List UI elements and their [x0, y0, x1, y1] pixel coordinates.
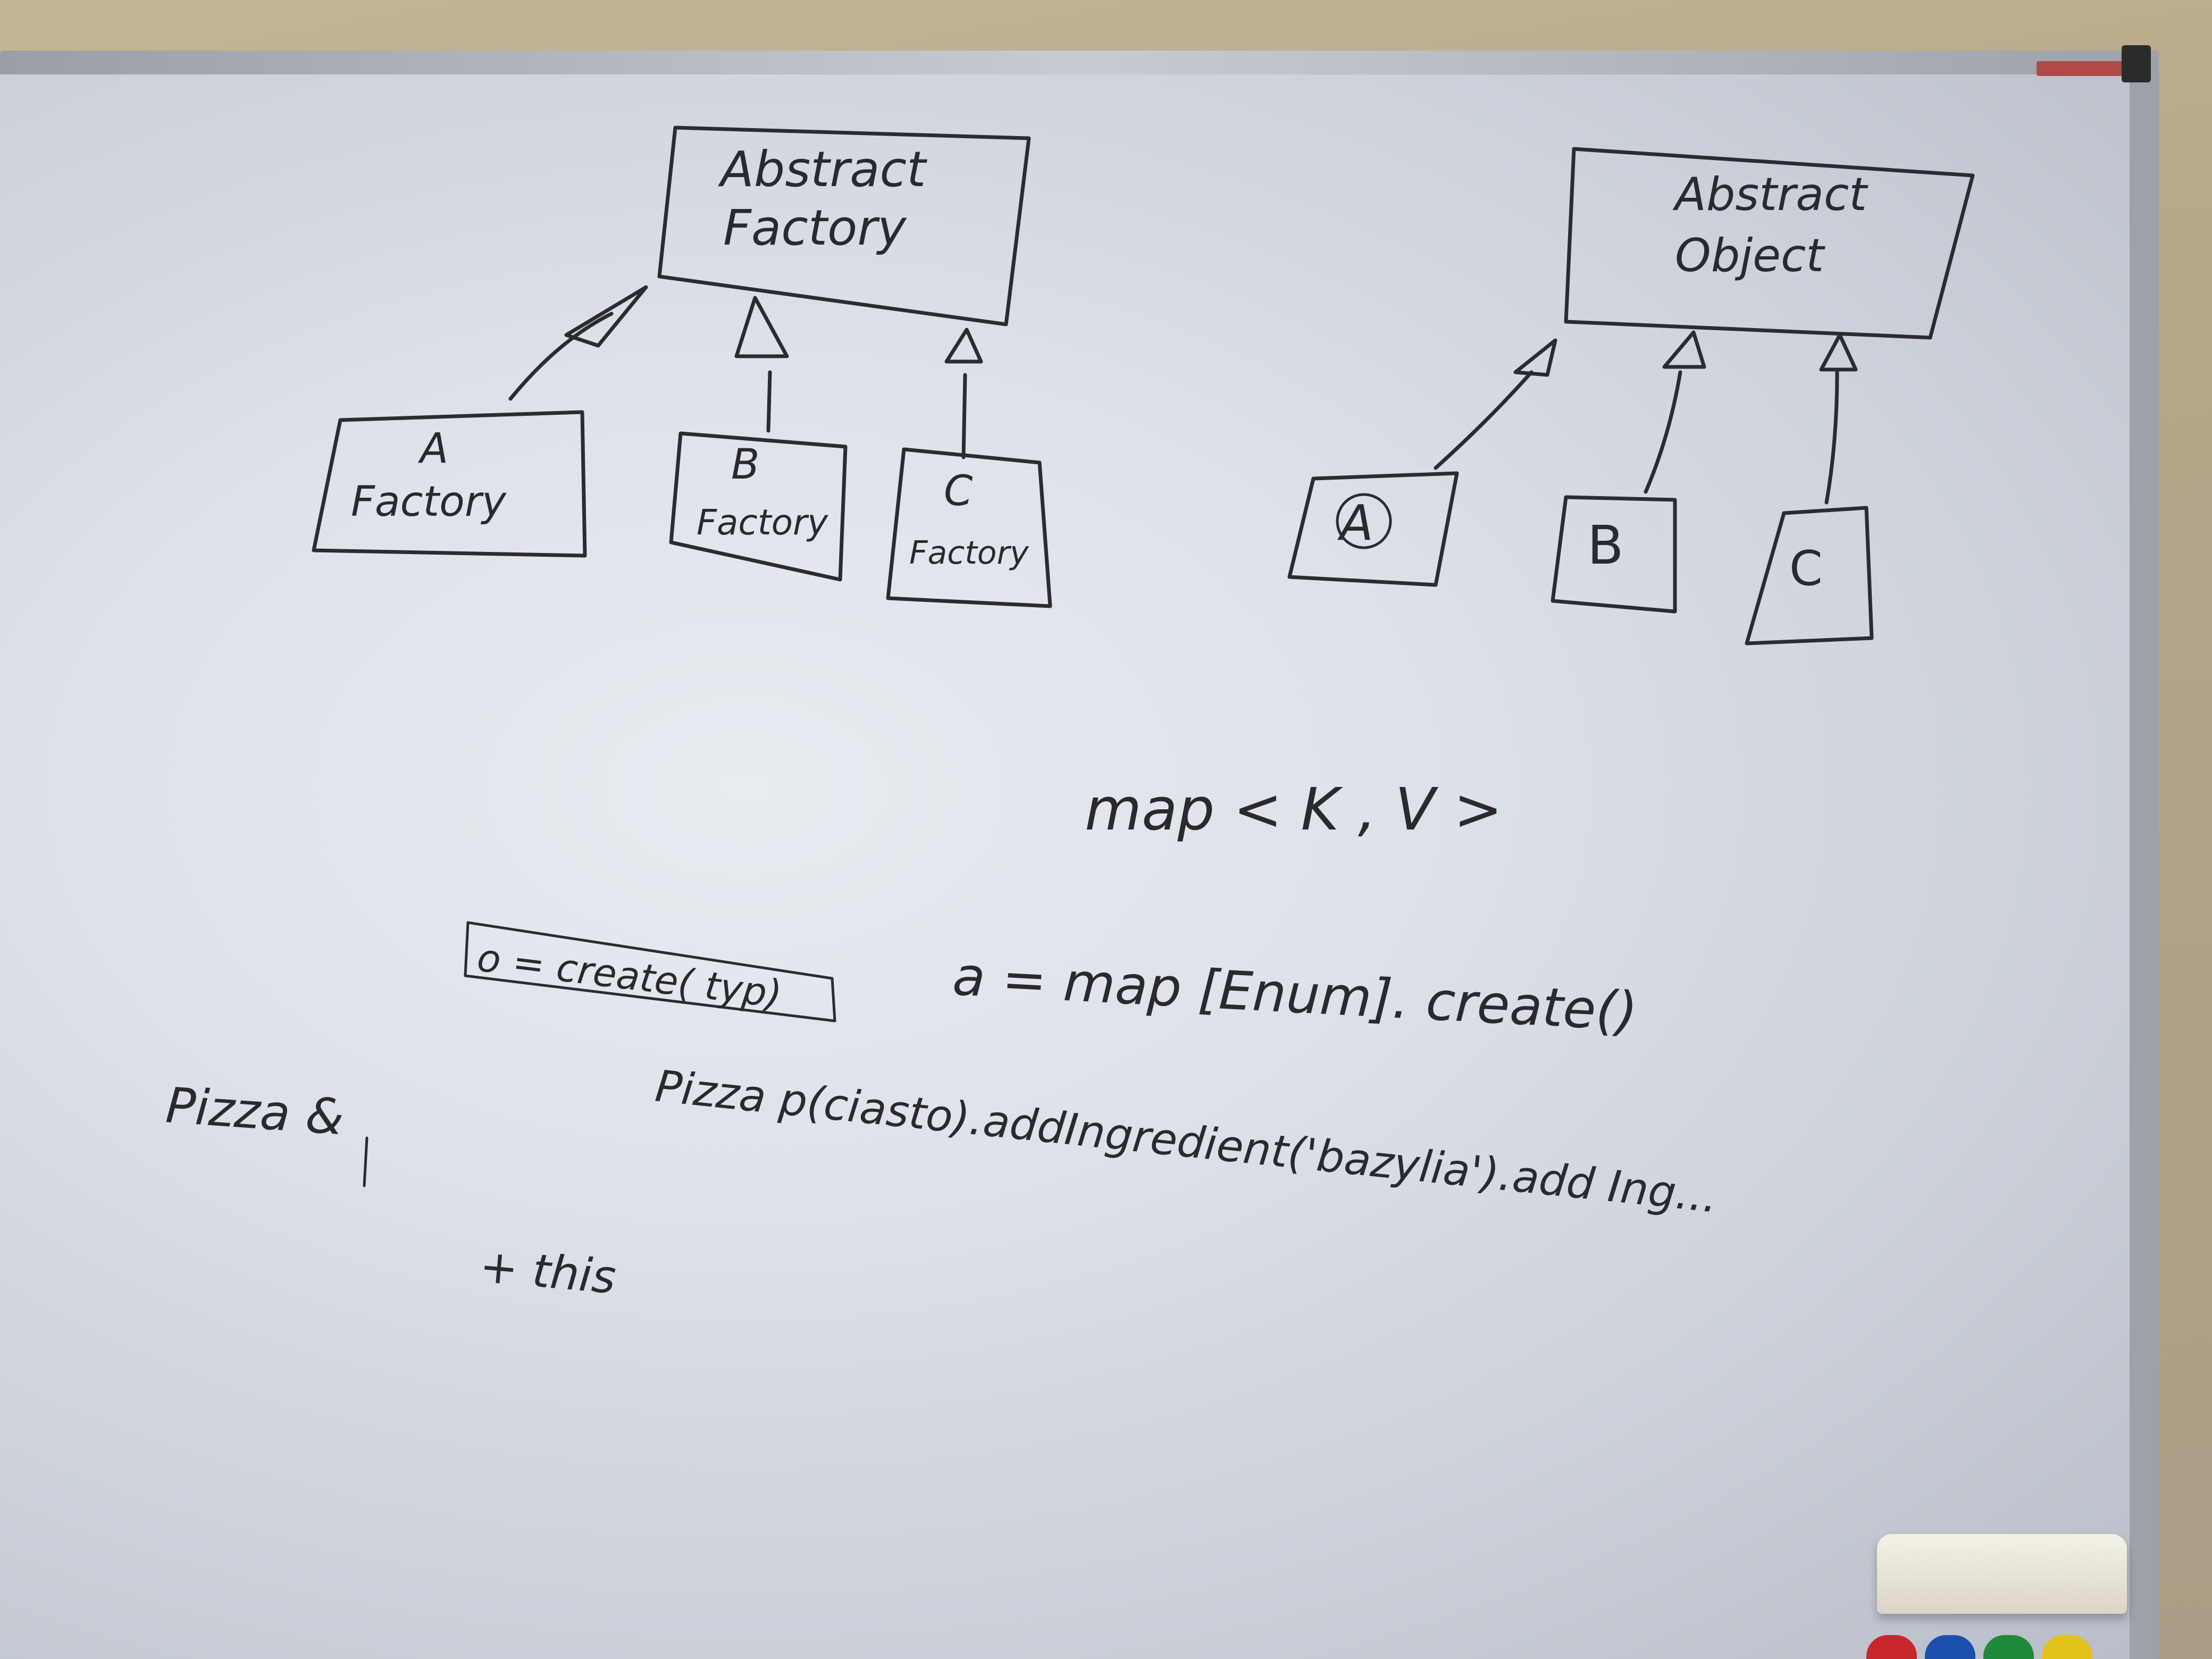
factory-child-b-line2: Factory	[697, 502, 828, 543]
blue-marker-cap	[1925, 1635, 1975, 1659]
whiteboard-surface	[0, 74, 2130, 1659]
map-kv-line: map < K , V >	[1085, 775, 1503, 843]
create-typ-box: o = create( typ)	[464, 921, 836, 1023]
rail-end-cap	[2037, 61, 2132, 76]
factory-child-b: B Factory	[669, 431, 848, 582]
red-marker-cap	[1866, 1635, 1917, 1659]
cursor-stroke	[363, 1136, 368, 1187]
factory-child-b-line1: B	[731, 441, 760, 489]
object-child-a-label: A	[1337, 495, 1373, 551]
abstract-object-line1: Abstract	[1672, 168, 1869, 221]
object-child-a: A	[1287, 471, 1459, 587]
pizza-ref-line: Pizza &	[164, 1077, 346, 1146]
factory-child-c-line1: C	[944, 467, 973, 515]
object-child-b-label: B	[1587, 514, 1624, 576]
abstract-factory-line2: Factory	[723, 199, 907, 256]
green-marker-cap	[1983, 1635, 2034, 1659]
factory-child-a: A Factory	[312, 410, 587, 558]
object-child-c: C	[1745, 506, 1874, 646]
abstract-object-box: Abstract Object	[1564, 147, 1975, 340]
factory-inheritance-arrows	[508, 285, 983, 459]
abstract-factory-line1: Abstract	[718, 141, 927, 198]
factory-child-c: C Factory	[886, 447, 1052, 608]
factory-child-c-line2: Factory	[909, 534, 1029, 572]
object-child-c-label: C	[1789, 541, 1823, 597]
object-inheritance-arrows	[1434, 330, 1858, 505]
abstract-factory-box: Abstract Factory	[657, 125, 1031, 326]
yellow-marker-cap	[2042, 1635, 2092, 1659]
object-child-b: B	[1551, 495, 1677, 614]
abstract-object-line2: Object	[1675, 229, 1825, 282]
map-enum-create-line: a = map [Enum]. create()	[951, 945, 1639, 1043]
eraser	[1877, 1534, 2127, 1614]
plus-this-line: + this	[477, 1239, 618, 1304]
factory-child-a-line1: A	[417, 425, 448, 473]
frame-corner	[2122, 45, 2151, 82]
factory-child-a-line2: Factory	[351, 478, 507, 526]
pizza-builder-line: Pizza p(ciasto).addIngredient('bazylia')…	[653, 1061, 1720, 1222]
